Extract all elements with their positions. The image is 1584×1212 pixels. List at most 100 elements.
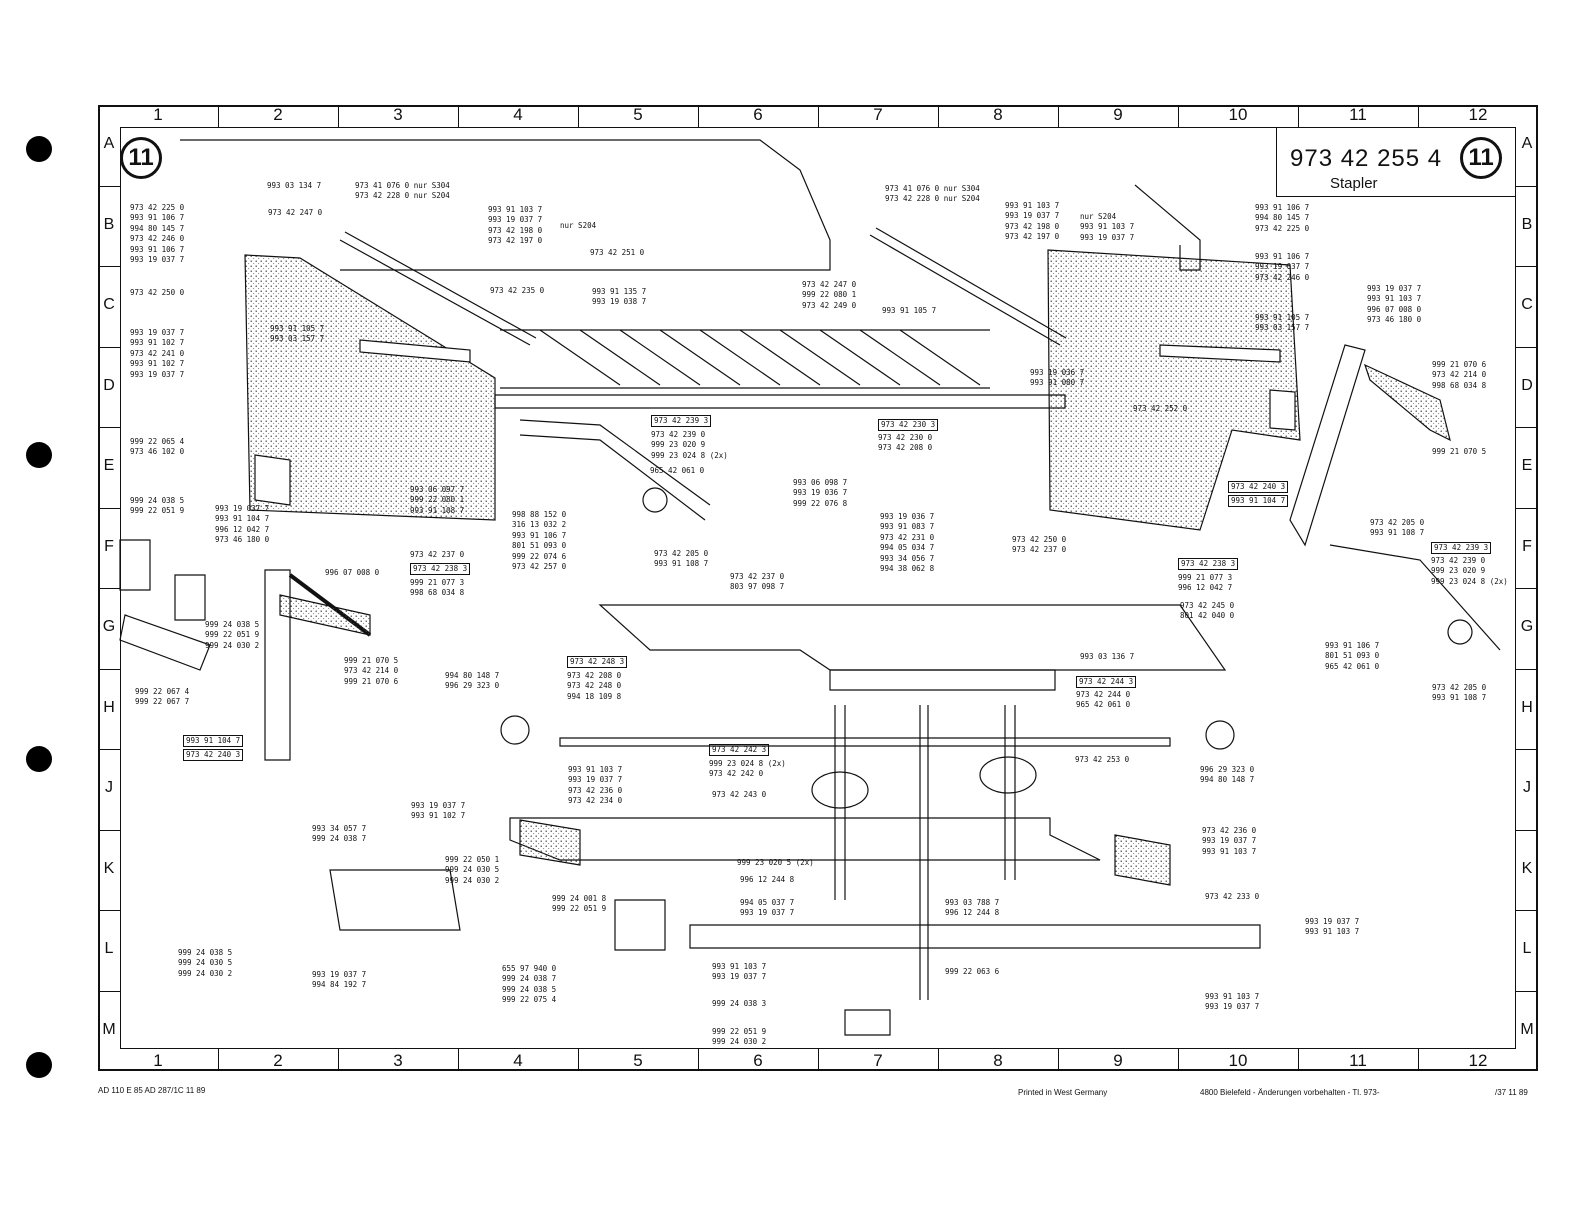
grid-column-label: 10 [1228,105,1248,124]
grid-column-label: 5 [633,105,643,124]
part-callout: 993 91 103 7 993 19 037 7 973 42 198 0 9… [1005,201,1060,242]
grid-tick [1178,1049,1179,1071]
grid-row-label: B [103,215,115,233]
part-callout-boxed: 973 42 239 3 [1431,542,1492,555]
part-callout: 999 24 038 5 999 22 051 9 999 24 030 2 [205,620,260,650]
assembly-part-number: 973 42 255 4 [1290,145,1443,172]
part-callout: 973 42 236 0 993 19 037 7 993 91 103 7 [1202,826,1257,856]
part-callout: 999 23 020 5 (2x) [737,858,814,867]
grid-column-label: 7 [873,105,883,124]
grid-column-label: 12 [1468,1051,1488,1070]
grid-row-label: H [103,698,115,716]
part-callout: 973 41 076 0 nur S304 973 42 228 0 nur S… [885,184,980,204]
part-callout: 973 42 205 0 993 91 108 7 [654,549,709,569]
part-callout: 993 91 105 7 993 03 157 7 [1255,313,1310,333]
part-callout: nur S204 993 91 103 7 993 19 037 7 [1080,212,1135,242]
part-callout: 973 41 076 0 nur S304 973 42 228 0 nur S… [355,181,450,201]
grid-tick [98,749,120,750]
grid-tick [1058,105,1059,127]
part-callout: 998 88 152 0 316 13 032 2 993 91 106 7 8… [512,510,567,572]
part-callout: 993 91 106 7 994 80 145 7 973 42 225 0 [1255,203,1310,233]
grid-tick [218,105,219,127]
grid-column-label: 3 [393,105,403,124]
grid-tick [98,427,120,428]
grid-tick [1516,427,1538,428]
part-callout: 965 42 061 0 [650,466,705,475]
grid-column-label: 2 [273,105,283,124]
part-callout-boxed: 973 42 238 3 [410,563,471,576]
grid-tick [98,507,120,509]
grid-column-label: 1 [153,105,163,124]
part-callout: nur S204 [560,221,597,230]
grid-column-label: 7 [873,1051,883,1070]
grid-row-label: H [1521,698,1533,716]
part-callout: 999 21 070 6 973 42 214 0 998 68 034 8 [1432,360,1487,390]
part-callout: 973 42 243 0 [712,790,767,799]
grid-tick [698,105,699,127]
grid-column-label: 2 [273,1051,283,1070]
punch-hole [26,1052,52,1078]
part-callout-boxed: 973 42 248 3 [567,656,628,669]
part-callout: 999 22 065 4 973 46 102 0 [130,437,185,457]
part-callout: 996 29 323 0 994 80 148 7 [1200,765,1255,785]
grid-column-label: 10 [1228,1051,1248,1070]
part-callout: 993 06 097 7 999 22 080 1 993 91 108 7 [410,485,465,515]
grid-row-label: M [102,1020,116,1038]
grid-row-label: J [1523,779,1531,797]
part-callout: 973 42 247 0 [268,208,323,217]
part-callout: 973 42 239 0 999 23 020 9 999 23 024 8 (… [651,430,728,460]
grid-row-label: J [105,779,113,797]
part-callout: 973 42 251 0 [590,248,645,257]
grid-row-label: B [1521,215,1533,233]
base-plate [509,817,1101,861]
grid-row-label: A [103,135,115,153]
part-callout: 999 22 063 6 [945,967,1000,976]
grid-tick [1516,749,1538,750]
part-callout: 999 24 038 5 999 24 030 5 999 24 030 2 [178,948,233,978]
grid-tick [578,1049,579,1071]
part-callout: 993 19 037 7 994 84 192 7 [312,970,367,990]
punch-hole [26,746,52,772]
part-callout-boxed: 993 91 104 7 [183,735,244,748]
part-callout: 993 19 036 7 993 91 080 7 [1030,368,1085,388]
part-callout-boxed: 973 42 238 3 [1178,558,1239,571]
part-callout: 993 91 103 7 993 19 037 7 [1205,992,1260,1012]
part-callout: 973 42 250 0 [130,288,185,297]
part-callout: 999 22 050 1 999 24 030 5 999 24 030 2 [445,855,500,885]
grid-tick [578,105,579,127]
grid-tick [1516,266,1538,267]
grid-tick [818,105,819,127]
grid-tick [1516,668,1538,670]
part-callout: 993 19 037 7 993 91 103 7 996 07 008 0 9… [1367,284,1422,325]
grid-row-label: A [1521,135,1533,153]
footer-publisher: 4800 Bielefeld - Änderungen vorbehalten … [1200,1088,1380,1097]
part-callout: 999 21 070 5 [1432,447,1487,456]
part-callout: 973 42 250 0 973 42 237 0 [1012,535,1067,555]
grid-tick [98,588,120,589]
grid-column-label: 9 [1113,105,1123,124]
grid-row-label: D [1521,376,1533,394]
part-callout: 993 19 037 7 993 91 104 7 996 12 042 7 9… [215,504,270,545]
part-callout: 993 34 057 7 999 24 038 7 [312,824,367,844]
grid-tick [98,346,120,348]
grid-tick [98,668,120,670]
part-callout: 993 91 106 7 801 51 093 0 965 42 061 0 [1325,641,1380,671]
part-callout: 973 42 247 0 999 22 080 1 973 42 249 0 [802,280,857,310]
grid-tick [1516,507,1538,509]
grid-column-label: 6 [753,105,763,124]
grid-row-label: L [1522,940,1532,958]
grid-row-label: E [1521,457,1533,475]
part-callout: 993 91 105 7 [882,306,937,315]
part-callout: 973 42 205 0 993 91 108 7 [1432,683,1487,703]
part-callout: 973 42 237 0 803 97 098 7 [730,572,785,592]
part-callout: 993 19 037 7 993 91 102 7 [411,801,466,821]
left-side-plate [244,254,496,521]
part-callout: 999 21 077 3 996 12 042 7 [1178,573,1233,593]
part-callout: 993 91 105 7 993 03 157 7 [270,324,325,344]
grid-row-label: G [102,618,116,636]
grid-tick [338,105,339,127]
part-callout-boxed: 973 42 242 3 [709,744,770,757]
grid-tick [818,1049,819,1071]
grid-tick [218,1049,219,1071]
sheet-number-badge: 11 [1460,137,1502,179]
